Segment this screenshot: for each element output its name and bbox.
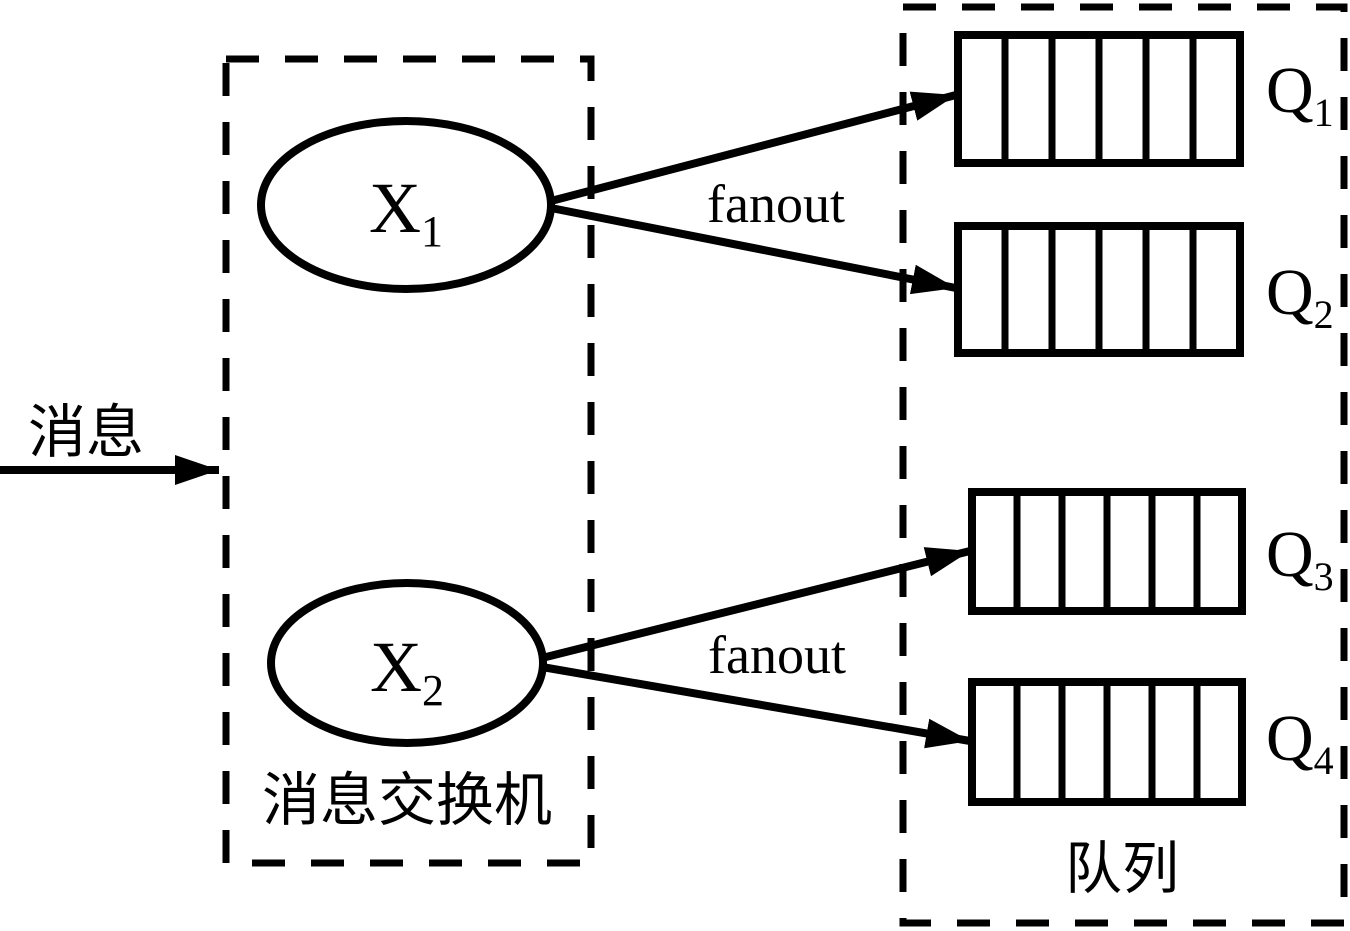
queue-q4 bbox=[968, 678, 1246, 806]
queue-q1 bbox=[954, 31, 1244, 167]
exchange-node-x2 bbox=[267, 579, 547, 747]
fanout-label-x1: fanout bbox=[707, 174, 845, 234]
queue-q2-label: Q2 bbox=[1266, 256, 1334, 337]
queue-q1-label: Q1 bbox=[1266, 54, 1334, 135]
fanout-arrow-x2-q3 bbox=[541, 547, 971, 662]
fanout-arrow-x2-q4 bbox=[541, 663, 971, 749]
queue-box-label: 队列 bbox=[1065, 838, 1179, 901]
queue-q4-name: Q bbox=[1266, 702, 1314, 775]
queue-q4-label: Q4 bbox=[1266, 702, 1334, 783]
fanout-label-x2: fanout bbox=[708, 625, 846, 685]
queue-q3-label: Q3 bbox=[1266, 518, 1334, 599]
fanout-arrow-x1-q2 bbox=[550, 204, 957, 295]
exchange-x1-subscript: 1 bbox=[421, 207, 443, 256]
exchange-x2-name: X bbox=[370, 627, 422, 707]
exchange-node-x1-label: X1 bbox=[369, 168, 443, 256]
queue-q1-subscript: 1 bbox=[1314, 90, 1334, 135]
queue-q3-subscript: 3 bbox=[1314, 554, 1334, 599]
exchange-node-x2-label: X2 bbox=[370, 627, 444, 715]
message-label: 消息 bbox=[28, 400, 144, 465]
queue-q3 bbox=[968, 488, 1246, 615]
exchange-x2-subscript: 2 bbox=[422, 666, 444, 715]
queue-q3-name: Q bbox=[1266, 518, 1314, 591]
exchange-box-label: 消息交换机 bbox=[262, 768, 552, 833]
exchange-x1-name: X bbox=[369, 168, 421, 248]
queue-q2-name: Q bbox=[1266, 256, 1314, 329]
queue-q2-subscript: 2 bbox=[1314, 292, 1334, 337]
queue-q4-subscript: 4 bbox=[1314, 738, 1334, 783]
fanout-arrow-x1-q1 bbox=[549, 91, 958, 205]
queue-q2 bbox=[954, 222, 1244, 357]
queue-q1-name: Q bbox=[1266, 54, 1314, 127]
exchange-node-x1 bbox=[257, 117, 555, 293]
queue-dashed-box bbox=[899, 3, 1348, 927]
exchange-dashed-box bbox=[222, 55, 595, 867]
